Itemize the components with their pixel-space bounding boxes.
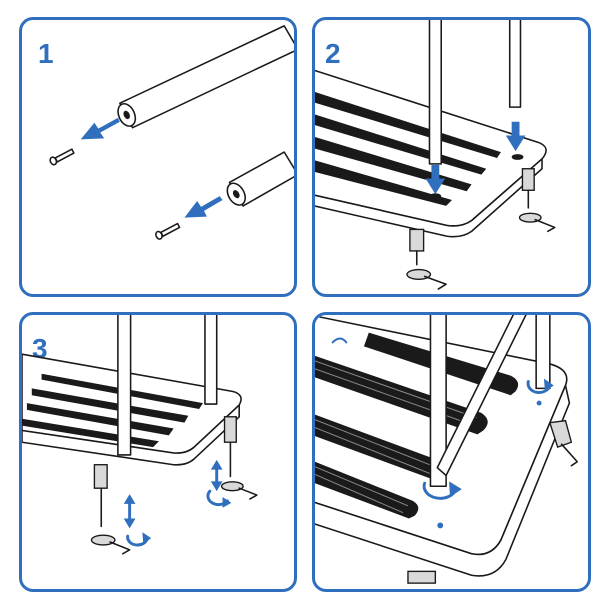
rear-leg bbox=[520, 169, 555, 232]
front-leg bbox=[91, 465, 129, 554]
step-3-panel: 3 bbox=[19, 312, 297, 592]
upper-tube bbox=[115, 26, 294, 129]
rear-leg bbox=[222, 417, 257, 499]
step-1-illustration bbox=[22, 20, 294, 294]
lower-tube bbox=[224, 152, 294, 208]
up-down-arrow-icon bbox=[211, 460, 223, 491]
step-4-panel bbox=[312, 312, 591, 592]
insert-arrow-icon bbox=[81, 118, 120, 140]
step-2-panel: 2 bbox=[312, 17, 591, 297]
screw-lower bbox=[155, 224, 180, 241]
insert-arrow-icon bbox=[184, 196, 222, 218]
pole-right bbox=[536, 315, 550, 388]
rotate-arrow-icon bbox=[128, 532, 152, 545]
pole-right bbox=[205, 315, 217, 404]
pole-left bbox=[118, 315, 131, 455]
up-down-arrow-icon bbox=[124, 494, 136, 528]
screw-upper bbox=[49, 149, 74, 166]
pole-right bbox=[510, 20, 521, 107]
step-1-panel: 1 bbox=[19, 17, 297, 297]
step-3-illustration bbox=[22, 315, 294, 589]
rotate-arrow-icon bbox=[208, 491, 231, 508]
front-leg bbox=[407, 229, 446, 289]
step-2-illustration bbox=[315, 20, 588, 294]
step-4-illustration bbox=[315, 315, 588, 589]
pole-left bbox=[429, 20, 441, 164]
